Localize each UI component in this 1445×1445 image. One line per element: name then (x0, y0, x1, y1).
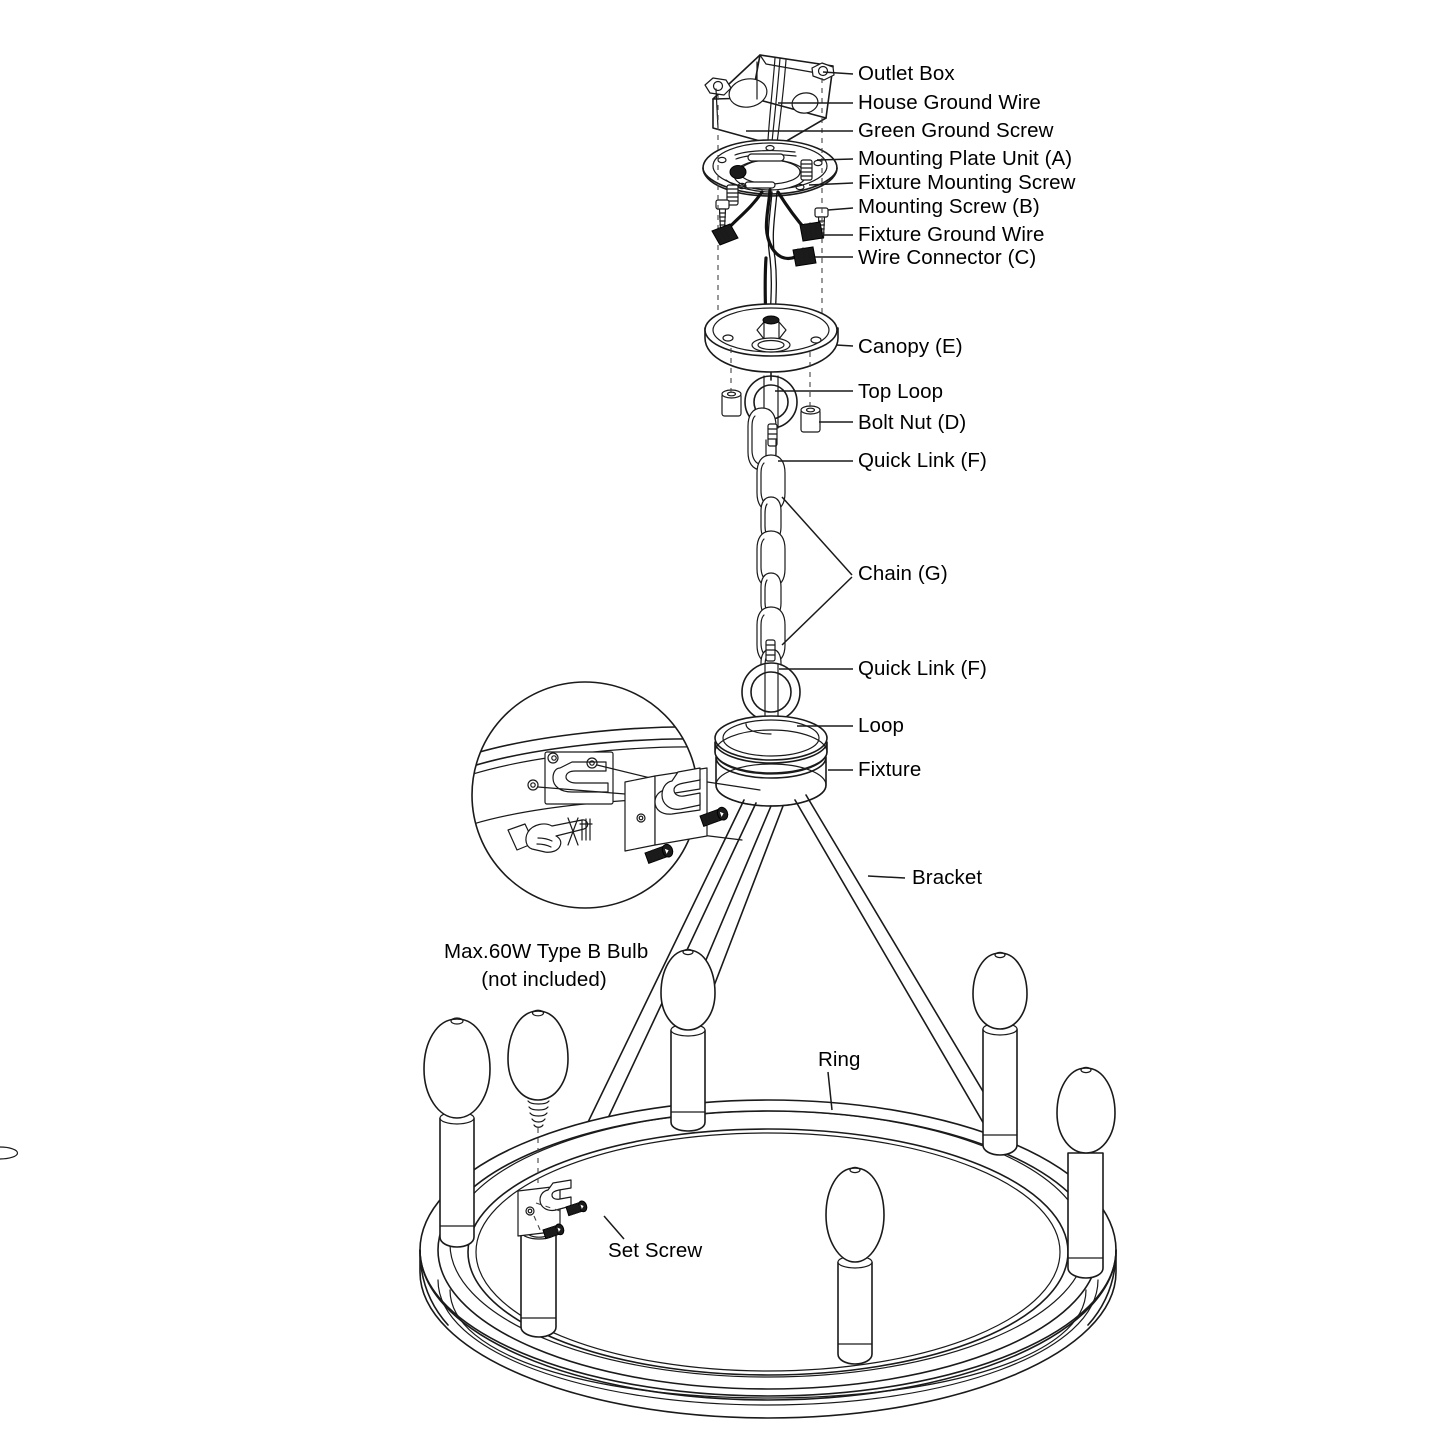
label-chain: Chain (G) (858, 562, 948, 585)
label-canopy: Canopy (E) (858, 335, 963, 358)
bracket-screw-graphic (644, 806, 729, 864)
label-outlet-box: Outlet Box (858, 62, 955, 85)
candle-socket (982, 1022, 1018, 1156)
bulb (825, 1166, 885, 1263)
label-bulb-spec-line2: (not included) (481, 968, 607, 991)
label-bracket: Bracket (912, 866, 983, 889)
label-top-loop: Top Loop (858, 380, 944, 403)
label-quick-link-upper: Quick Link (F) (858, 449, 987, 472)
label-mounting-plate-unit: Mounting Plate Unit (A) (858, 147, 1073, 170)
fixture-body-graphic (714, 715, 828, 807)
label-fixture: Fixture (858, 758, 922, 781)
alignment-guides (717, 78, 823, 335)
label-mounting-screw: Mounting Screw (B) (858, 195, 1040, 218)
bulb-base-thread (527, 1100, 550, 1128)
label-fixture-ground-wire: Fixture Ground Wire (858, 223, 1045, 246)
label-bolt-nut: Bolt Nut (D) (858, 411, 967, 434)
label-wire-connector: Wire Connector (C) (858, 246, 1037, 269)
bracket-plate-exploded (624, 767, 729, 864)
canopy-nut-graphic (751, 315, 791, 353)
candle-socket (439, 1111, 475, 1248)
bulb (423, 1017, 491, 1119)
empty-candle-socket (520, 1224, 558, 1338)
ring-graphic (419, 1099, 1117, 1419)
canopy-graphic (704, 303, 839, 373)
chain-graphic (756, 439, 786, 706)
bracket-detail-inset (471, 681, 699, 909)
no-tool-icon (567, 817, 593, 846)
set-screw-graphic (533, 1200, 588, 1240)
label-green-ground-screw: Green Ground Screw (858, 119, 1054, 142)
green-ground-screw-graphic (729, 165, 747, 179)
outlet-box-graphic (704, 54, 835, 147)
fixture-mounting-screw-graphic (726, 159, 813, 206)
label-quick-link-lower: Quick Link (F) (858, 657, 987, 680)
label-house-ground-wire: House Ground Wire (858, 91, 1041, 114)
quick-link-upper-graphic (747, 407, 778, 471)
label-fixture-mounting-screw: Fixture Mounting Screw (858, 171, 1076, 194)
bolt-nut-graphic (721, 348, 821, 433)
candle-socket (0, 1146, 1104, 1279)
label-bulb-spec-line1: Max.60W Type B Bulb (444, 940, 649, 963)
wire-connector-graphic (711, 221, 824, 267)
bulb (1056, 1066, 1116, 1154)
bulb (660, 948, 716, 1031)
candle-socket (670, 1023, 706, 1132)
label-loop: Loop (858, 714, 905, 737)
label-ring: Ring (818, 1048, 861, 1071)
bulb (972, 951, 1028, 1030)
leader-lines (603, 71, 906, 1240)
candle-socket (837, 1255, 873, 1365)
candles-and-bulbs (0, 948, 1116, 1365)
label-set-screw: Set Screw (608, 1239, 703, 1262)
loop-graphic (741, 662, 801, 724)
bulb-exploded (507, 1009, 569, 1128)
fixture-wires-graphic (711, 188, 824, 334)
